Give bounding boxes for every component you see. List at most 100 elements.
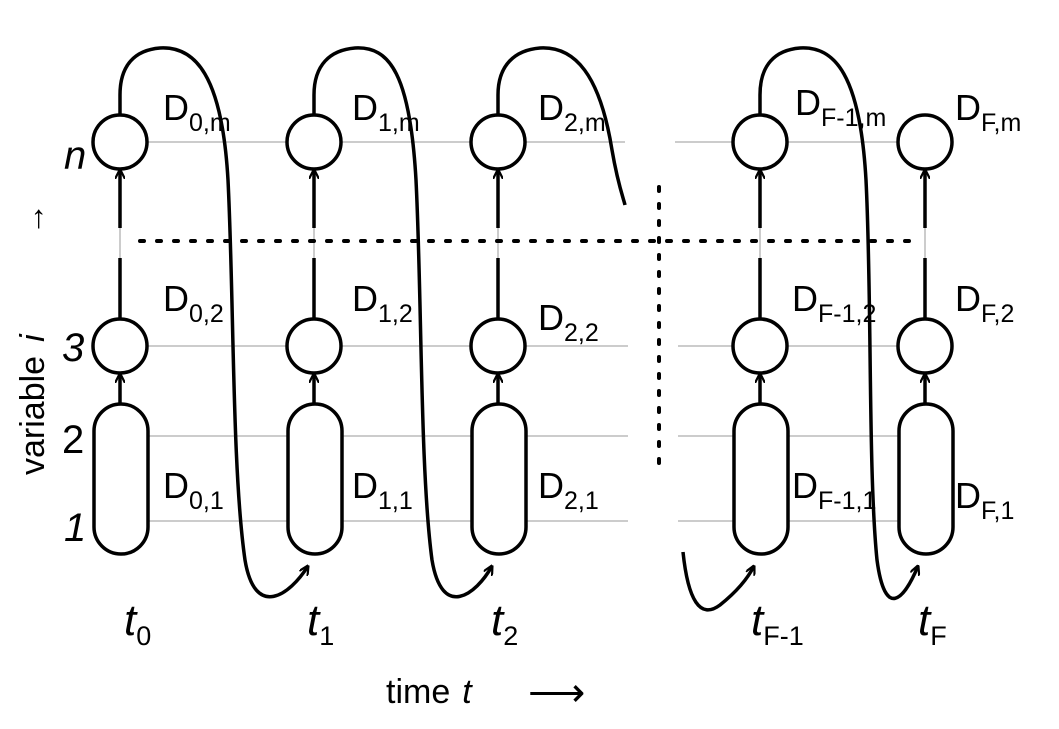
node-d0m [91,113,149,171]
merged-node-d11 [286,402,344,556]
label-tF-1-main: t [751,596,765,645]
svg-text:variablei: variable i [14,333,52,475]
label-d22-sub: 2,2 [564,319,599,347]
label-dF2-sub: F,2 [981,300,1014,328]
label-t1-sub: 1 [319,621,334,651]
label-d11: D1,1 [352,465,413,515]
label-d12: D1,2 [352,278,413,328]
label-dF-1-2-sub: F-1,2 [818,300,876,328]
label-d22-main: D [538,297,564,338]
label-dF-1-m-main: D [795,82,821,123]
column-labels-t2: D2,m D2,2 D2,1 t2 [491,87,606,651]
label-d02-main: D [163,278,189,319]
label-t0-main: t [124,596,138,645]
loop-partial-to-tF-1 [681,551,756,612]
label-dFm-main: D [955,87,981,128]
label-d01-main: D [163,465,189,506]
label-dF1-sub: F,1 [981,497,1014,525]
label-d0m: D0,m [163,87,231,137]
label-t2-main: t [491,596,505,645]
column-tF-1 [731,113,790,556]
column-t0 [91,113,150,556]
label-d21-main: D [538,465,564,506]
merged-node-d21 [470,402,528,556]
label-d0m-main: D [163,87,189,128]
label-dF2: DF,2 [955,278,1014,328]
label-d11-main: D [352,465,378,506]
label-t0: t0 [124,596,151,651]
column-labels-tF-1: DF-1,m DF-1,2 DF-1,1 tF-1 [751,82,886,651]
label-dFm-sub: F,m [981,109,1021,137]
loop-t1-to-t2 [312,46,492,599]
label-t1: t1 [307,596,334,651]
row-label-1: 1 [64,506,86,550]
label-d1m-main: D [352,87,378,128]
label-tF-1: tF-1 [751,596,804,651]
label-tF-main: t [918,596,932,645]
merged-node-dF-1-1 [732,402,790,556]
label-d21: D2,1 [538,465,599,515]
column-labels-t1: D1,m D1,2 D1,1 t1 [307,87,420,651]
x-axis-word: time [386,673,450,711]
label-d0m-sub: 0,m [189,109,231,137]
label-d01: D0,1 [163,465,224,515]
label-d11-sub: 1,1 [378,487,413,515]
row-label-2: 2 [62,418,84,462]
node-d12 [285,317,343,375]
label-tF: tF [918,596,947,651]
y-axis-variable: i [14,333,52,342]
node-d1m [285,113,343,171]
label-dFm: DF,m [955,87,1021,137]
label-d2m-sub: 2,m [564,109,606,137]
label-d12-main: D [352,278,378,319]
x-axis-variable: t [462,673,473,711]
label-tF-1-sub: F-1 [763,621,804,651]
label-dF1-main: D [955,475,981,516]
node-d22 [469,317,527,375]
loop-t0-to-t1 [118,46,308,599]
merged-node-d01 [92,402,150,556]
label-d01-sub: 0,1 [189,487,224,515]
label-dF2-main: D [955,278,981,319]
label-t2: t2 [491,596,518,651]
label-d22: D2,2 [538,297,599,347]
label-dF-1-m: DF-1,m [795,82,886,132]
label-dF-1-2: DF-1,2 [792,278,876,328]
loop-tF-1-to-tF [758,46,918,600]
label-t1-main: t [307,596,321,645]
row-label-3: 3 [62,326,84,370]
y-axis-arrow-glyph: → [15,203,51,235]
label-d2m-main: D [538,87,564,128]
merged-node-dF1 [897,402,955,556]
column-t2 [469,113,528,556]
node-d2m [469,113,527,171]
label-d02: D0,2 [163,278,224,328]
label-tF-sub: F [930,621,947,651]
column-t1 [285,113,344,556]
label-d12-sub: 1,2 [378,300,413,328]
node-d02 [91,317,149,375]
label-d2m: D2,m [538,87,606,137]
row-label-n: n [64,134,86,178]
label-t2-sub: 2 [503,621,518,651]
loop-t2-partial [496,46,627,206]
label-dF-1-1-main: D [792,465,818,506]
label-d02-sub: 0,2 [189,300,224,328]
y-axis-arrow: → [15,203,51,235]
y-axis-word: variable [14,356,52,475]
node-dF2 [896,317,954,375]
label-dF-1-m-sub: F-1,m [821,104,886,132]
label-d21-sub: 2,1 [564,487,599,515]
label-t0-sub: 0 [136,621,151,651]
column-labels-tF: DF,m DF,2 DF,1 tF [918,87,1021,651]
label-dF1: DF,1 [955,475,1014,525]
label-d1m-sub: 1,m [378,109,420,137]
label-dF-1-2-main: D [792,278,818,319]
node-dF-1-m [731,113,789,171]
x-axis-arrow: ⟶ [528,671,585,715]
label-dF-1-1-sub: F-1,1 [818,487,876,515]
label-dF-1-1: DF-1,1 [792,465,876,515]
feedback-loops [118,46,918,612]
